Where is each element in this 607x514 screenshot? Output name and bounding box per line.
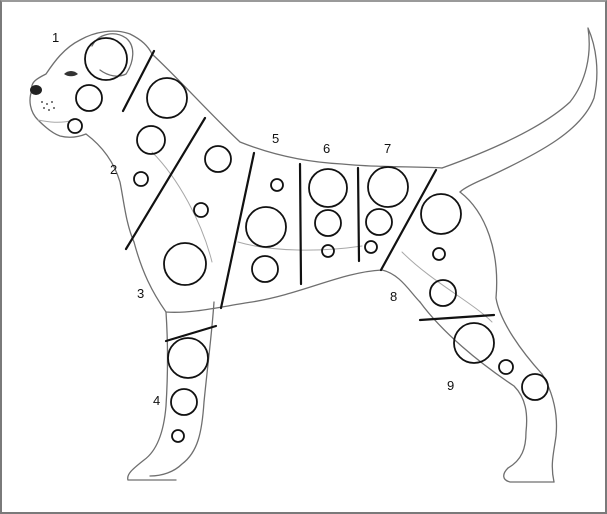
zone-label-8: 8 bbox=[390, 289, 397, 304]
haunch bbox=[460, 192, 542, 374]
shoulder-line bbox=[152, 152, 212, 262]
divider-5-6 bbox=[300, 164, 301, 284]
point-circle bbox=[499, 360, 513, 374]
hind-leg-back bbox=[542, 374, 556, 482]
point-circle bbox=[246, 207, 286, 247]
zone-1-points bbox=[68, 38, 127, 133]
point-circle bbox=[522, 374, 548, 400]
point-circle bbox=[322, 245, 334, 257]
point-circle bbox=[171, 389, 197, 415]
point-circle bbox=[430, 280, 456, 306]
zone-label-4: 4 bbox=[153, 393, 160, 408]
zone-8-points bbox=[421, 194, 461, 306]
zone-label-2: 2 bbox=[110, 162, 117, 177]
point-circle bbox=[147, 78, 187, 118]
point-circle bbox=[137, 126, 165, 154]
back-line bbox=[152, 54, 442, 168]
point-circle bbox=[433, 248, 445, 260]
point-circle bbox=[421, 194, 461, 234]
zone-7-points bbox=[365, 167, 408, 253]
point-circle bbox=[194, 203, 208, 217]
point-circle bbox=[368, 167, 408, 207]
zone-6-points bbox=[309, 169, 347, 257]
zone-4-points bbox=[168, 338, 208, 442]
zone-label-3: 3 bbox=[137, 286, 144, 301]
divider-6-7 bbox=[358, 168, 359, 261]
neck-front bbox=[86, 134, 134, 242]
point-circle bbox=[172, 430, 184, 442]
point-circle bbox=[76, 85, 102, 111]
dog-sketch bbox=[30, 28, 597, 482]
point-circle bbox=[315, 210, 341, 236]
zone-3-points bbox=[164, 146, 231, 285]
zone-9-points bbox=[454, 323, 548, 400]
zone-label-6: 6 bbox=[323, 141, 330, 156]
point-circle bbox=[366, 209, 392, 235]
point-circle bbox=[271, 179, 283, 191]
head-outline bbox=[32, 31, 152, 90]
point-circle bbox=[309, 169, 347, 207]
zone-dividers bbox=[123, 51, 494, 341]
point-circle bbox=[168, 338, 208, 378]
tail-outline bbox=[442, 28, 597, 192]
zone-5-points bbox=[246, 179, 286, 282]
thigh-line bbox=[402, 252, 492, 322]
whisker-dots bbox=[41, 101, 55, 111]
point-circle bbox=[365, 241, 377, 253]
point-circle bbox=[68, 119, 82, 133]
point-circle bbox=[164, 243, 206, 285]
point-circle bbox=[252, 256, 278, 282]
zone-label-1: 1 bbox=[52, 30, 59, 45]
eye bbox=[64, 71, 78, 76]
front-leg-front bbox=[128, 312, 176, 480]
point-circle bbox=[205, 146, 231, 172]
point-circle bbox=[134, 172, 148, 186]
divider-3-5 bbox=[221, 153, 254, 308]
muzzle-outline bbox=[30, 90, 86, 137]
chest-belly bbox=[134, 242, 420, 312]
nose bbox=[30, 85, 42, 95]
zone-labels: 1 2 3 4 5 6 7 8 9 bbox=[52, 30, 454, 408]
zone-2-points bbox=[134, 78, 187, 186]
zone-label-7: 7 bbox=[384, 141, 391, 156]
zone-label-9: 9 bbox=[447, 378, 454, 393]
zone-label-5: 5 bbox=[272, 131, 279, 146]
